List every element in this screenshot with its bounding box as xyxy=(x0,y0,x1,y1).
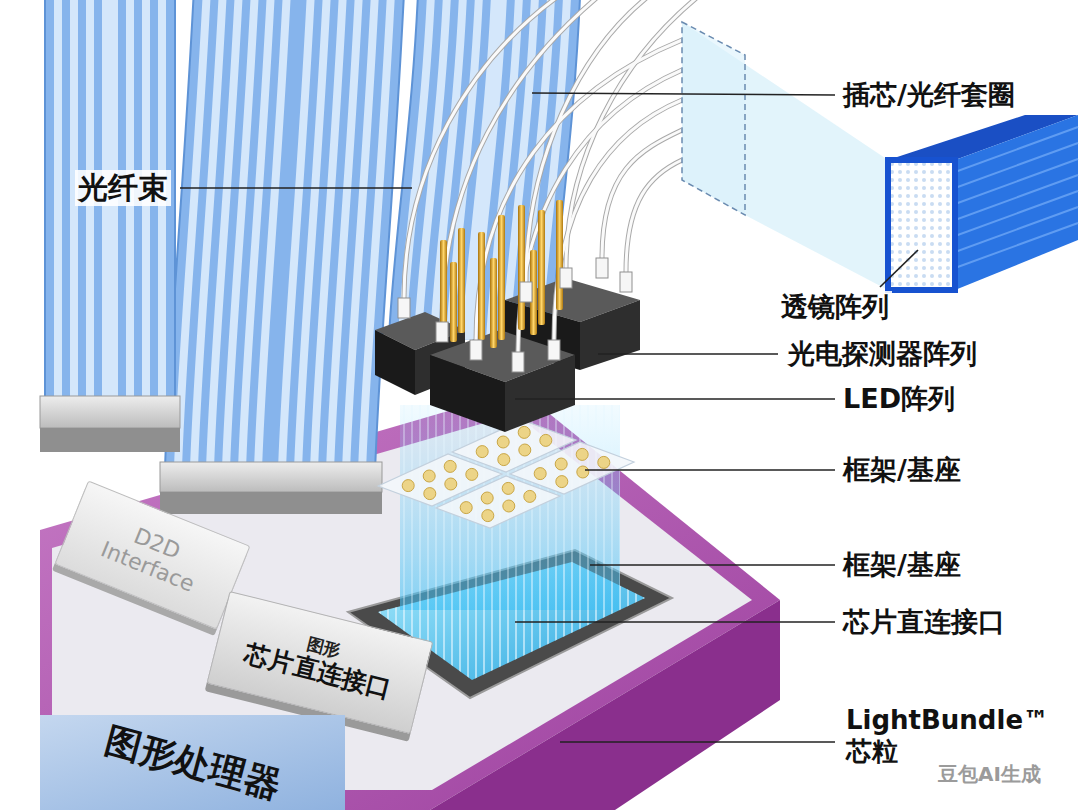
leader-line xyxy=(515,621,835,623)
gold-pin xyxy=(478,232,485,340)
fiber-bundle-a xyxy=(44,0,176,405)
fiber-bundle-b xyxy=(270,0,300,470)
frame-base-tiles xyxy=(378,420,634,528)
callout-label: 光纤束 xyxy=(75,170,171,206)
fiber-bundle-b xyxy=(270,0,300,470)
detector-led-block xyxy=(375,278,640,432)
fiber-post xyxy=(436,322,448,342)
gold-pin xyxy=(440,240,447,330)
light-beam xyxy=(400,405,620,610)
fiber-bundle-b xyxy=(270,0,300,470)
transparent-ferrule-bar xyxy=(682,22,888,290)
fiber-post xyxy=(560,268,572,288)
fiber-bundle-b xyxy=(270,0,300,470)
fiber-socket xyxy=(160,462,382,492)
fiber-bundle-b xyxy=(270,0,300,470)
transparent-ferrule-bar xyxy=(682,22,888,290)
leader-line xyxy=(180,93,918,742)
optical-fiber xyxy=(404,0,700,352)
optical-fiber xyxy=(404,0,700,352)
detector-led-block xyxy=(580,300,640,370)
fiber-bundle-b xyxy=(270,0,300,470)
callout-label: LED阵列 xyxy=(840,383,958,415)
fiber-bundle-b xyxy=(270,0,300,470)
detector-led-block xyxy=(430,355,505,432)
leader-line xyxy=(560,741,835,743)
fiber-socket xyxy=(160,492,382,514)
fiber-bundle-b xyxy=(270,0,300,470)
substrate-slab xyxy=(40,390,780,810)
watermark: 豆包AI生成 xyxy=(935,762,1044,786)
fiber-socket xyxy=(160,462,382,514)
fiber-bundle-b xyxy=(270,0,300,470)
ferrule-prism xyxy=(955,115,1078,290)
fiber-socket xyxy=(40,428,180,452)
ferrule-prism xyxy=(888,115,1078,290)
node-text: 图形处理器 xyxy=(100,719,285,806)
leader-line xyxy=(590,564,835,566)
gold-pin xyxy=(498,215,505,340)
fiber-post xyxy=(596,258,608,278)
fiber-bundle-a xyxy=(46,0,174,405)
fiber-bundle-b xyxy=(270,0,300,470)
callout-label: LightBundle™ 芯粒 xyxy=(843,705,1074,767)
fiber-bundle-b xyxy=(270,0,300,470)
leader-line xyxy=(532,93,835,95)
leader-line xyxy=(180,187,412,189)
callout-label: 芯片直连接口 xyxy=(840,606,1008,638)
gpu-block: 图形处理器 xyxy=(40,715,345,810)
substrate-slab xyxy=(40,390,780,810)
fiber-post xyxy=(620,272,632,292)
gold-pin xyxy=(538,210,545,325)
fiber-post xyxy=(398,258,632,372)
callout-label: 框架/基座 xyxy=(840,549,964,581)
fiber-bundle-b xyxy=(270,0,300,470)
light-beam xyxy=(400,405,620,610)
gold-pin xyxy=(518,205,525,330)
callout-label: 框架/基座 xyxy=(840,454,964,486)
fiber-post xyxy=(520,282,532,302)
leader-line xyxy=(585,469,835,471)
gold-pin xyxy=(556,200,563,310)
optical-fiber xyxy=(404,0,700,352)
leader-line xyxy=(598,353,778,355)
frame-base-tiles xyxy=(510,442,634,494)
fiber-post xyxy=(470,340,482,360)
callout-label: 插芯/光纤套圈 xyxy=(840,79,1018,111)
fiber-bundle-b xyxy=(270,0,300,470)
leader-line xyxy=(515,398,835,400)
gold-pin xyxy=(450,262,457,342)
fiber-bundle-b xyxy=(270,0,300,470)
fiber-bundle-b xyxy=(270,0,300,470)
fiber-post xyxy=(398,298,410,318)
leader-line xyxy=(880,250,918,287)
detector-led-block xyxy=(375,330,415,395)
callout-label: 透镜阵列 xyxy=(778,291,892,323)
callout-label: 光电探测器阵列 xyxy=(785,338,980,370)
ferrule-prism xyxy=(955,223,1078,268)
fiber-socket xyxy=(40,396,180,452)
light-beam xyxy=(400,405,620,610)
gold-pin xyxy=(458,228,465,333)
transparent-ferrule-bar xyxy=(682,22,745,215)
fiber-post xyxy=(512,352,524,372)
gold-pin xyxy=(440,200,563,348)
fiber-socket xyxy=(40,396,180,428)
gold-pin xyxy=(490,258,497,348)
fiber-post xyxy=(548,340,560,360)
